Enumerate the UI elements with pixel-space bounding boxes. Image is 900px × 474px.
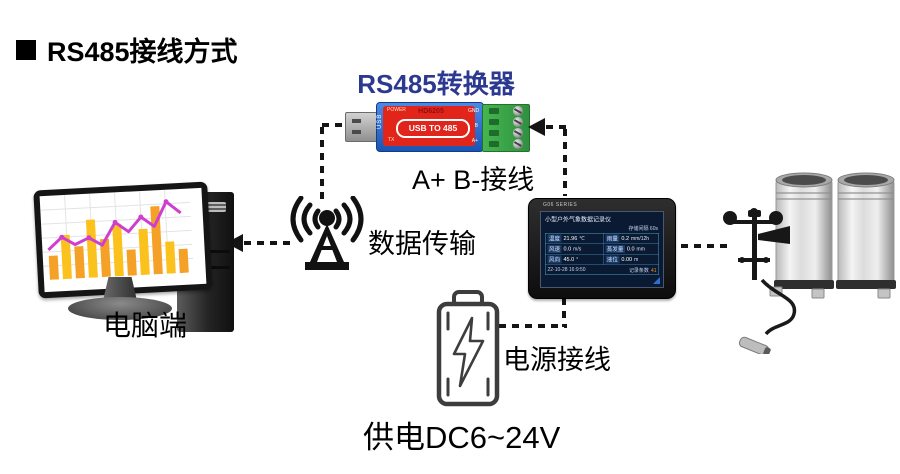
- pc-label: 电脑端: [102, 310, 187, 341]
- cell-value: 0.0: [563, 246, 572, 252]
- page-title: RS485接线方式: [16, 30, 238, 69]
- converter-tx-led-label: TX: [388, 137, 395, 143]
- table-cell-windspeed: 风速 0.0 m/s: [545, 244, 604, 255]
- data-transfer-label: 数据传输: [368, 229, 476, 259]
- title-square-icon: [16, 39, 36, 60]
- screen-title: 小型户外气象数据记录仪: [545, 216, 612, 223]
- table-cell-winddir: 风向 45.0 °: [545, 254, 604, 265]
- table-cell-temperature: 温度 21.96 ℃: [545, 233, 604, 244]
- terminal-wire-slot: [489, 141, 499, 147]
- connector-converter-antenna-v: [320, 127, 324, 204]
- table-cell-evaporation: 蒸发量 0.0 mm: [603, 244, 659, 255]
- cell-unit: mm: [636, 246, 645, 252]
- cell-unit: mm/12h: [631, 235, 650, 242]
- connector-battery-display-h: [499, 324, 567, 328]
- connector-display-converter-v: [563, 129, 567, 196]
- sensor-cable: [760, 278, 797, 336]
- screen-corner-mark: [653, 277, 660, 284]
- cell-unit: m: [634, 256, 639, 263]
- level-probe-icon: [738, 336, 771, 354]
- cell-value: 45.0: [563, 256, 575, 263]
- pin-label-b: B: [474, 123, 478, 129]
- connector-display-sensors: [668, 244, 732, 248]
- converter-usb-to-485-badge: USB TO 485: [396, 119, 470, 138]
- screen-interval: 存储间隔 60s: [628, 226, 658, 232]
- screen-data-table: 温度 21.96 ℃ 雨量 0.2 mm/12h 风速 0.0 m/s: [545, 233, 659, 275]
- antenna-icon: [290, 196, 364, 270]
- cell-name: 蒸发量: [605, 245, 625, 253]
- weather-display-device: G06 SERIES 小型户外气象数据记录仪 存储间隔 60s 温度 21.96…: [528, 198, 676, 299]
- cell-unit: m/s: [573, 246, 582, 252]
- device-screen: 小型户外气象数据记录仪 存储间隔 60s 温度 21.96 ℃ 雨量 0.2 m…: [540, 211, 664, 288]
- cell-value: 0.0: [626, 246, 635, 252]
- converter-power-led-label: POWER: [387, 107, 406, 113]
- table-cell-rain: 雨量 0.2 mm/12h: [603, 234, 659, 244]
- terminal-block: [482, 104, 530, 152]
- converter-label: RS485转换器: [357, 69, 515, 99]
- records-label: 记录条数: [628, 268, 649, 274]
- power-wiring-label: 电源接线: [503, 345, 611, 375]
- usb-plug-icon: [345, 112, 378, 142]
- connector-display-converter-h: [546, 125, 568, 129]
- pc-monitor: [33, 181, 213, 299]
- cell-name: 液位: [605, 255, 620, 264]
- cell-name: 温度: [547, 234, 562, 243]
- usb-pin-slot: [352, 119, 361, 123]
- ab-wiring-label: A+ B-接线: [412, 165, 535, 195]
- terminal-wire-slot: [489, 108, 499, 114]
- cell-unit: ℃: [579, 235, 585, 242]
- table-cell-level: 液位 0.00 m: [603, 255, 659, 265]
- sensors-group: [723, 172, 896, 354]
- converter-pin-labels: GND B A+: [468, 108, 480, 144]
- terminal-screw: [513, 106, 523, 116]
- cell-name: 风向: [547, 255, 562, 264]
- monitor-stand-base: [68, 297, 172, 320]
- lightning-icon: [452, 316, 485, 388]
- cell-value: 0.2: [621, 235, 630, 242]
- supply-voltage-label: 供电DC6~24V: [363, 420, 561, 455]
- device-series-label: G06 SERIES: [543, 202, 578, 208]
- connector-converter-antenna-h: [322, 123, 348, 127]
- cell-value: 21.96: [563, 235, 578, 242]
- wind-sensor-icon: [723, 208, 790, 280]
- arrowhead-to-terminal: [528, 118, 545, 136]
- usb-pin-slot: [352, 130, 361, 134]
- device-screen-content: 小型户外气象数据记录仪 存储间隔 60s 温度 21.96 ℃ 雨量 0.2 m…: [541, 212, 663, 287]
- terminal-wire-slot: [489, 119, 499, 125]
- converter-model: HD6205: [418, 108, 444, 115]
- connector-battery-display-v: [562, 298, 566, 327]
- monitor-chart-image: [40, 189, 194, 280]
- connector-antenna-pc: [244, 241, 292, 245]
- rain-gauge-icon: [836, 172, 896, 299]
- cell-value: 0.00: [621, 256, 633, 263]
- converter-usb-side-label: USB: [377, 113, 383, 129]
- terminal-screw: [513, 128, 523, 138]
- terminal-screw: [513, 117, 523, 127]
- terminal-screw: [513, 139, 523, 149]
- terminal-wire-slot: [489, 130, 499, 136]
- pin-label-a: A+: [471, 138, 478, 144]
- screen-datetime: 22-10-28 16:9:50: [547, 267, 586, 273]
- pin-label-gnd: GND: [468, 108, 480, 114]
- cell-unit: °: [576, 256, 579, 263]
- battery-icon: [436, 290, 500, 407]
- records-count: 41: [650, 268, 657, 274]
- monitor-screen: [39, 187, 207, 293]
- cell-name: 风速: [547, 245, 562, 253]
- rain-gauge-icon: [769, 172, 834, 299]
- page-title-text: RS485接线方式: [47, 37, 238, 67]
- cell-name: 雨量: [605, 234, 620, 243]
